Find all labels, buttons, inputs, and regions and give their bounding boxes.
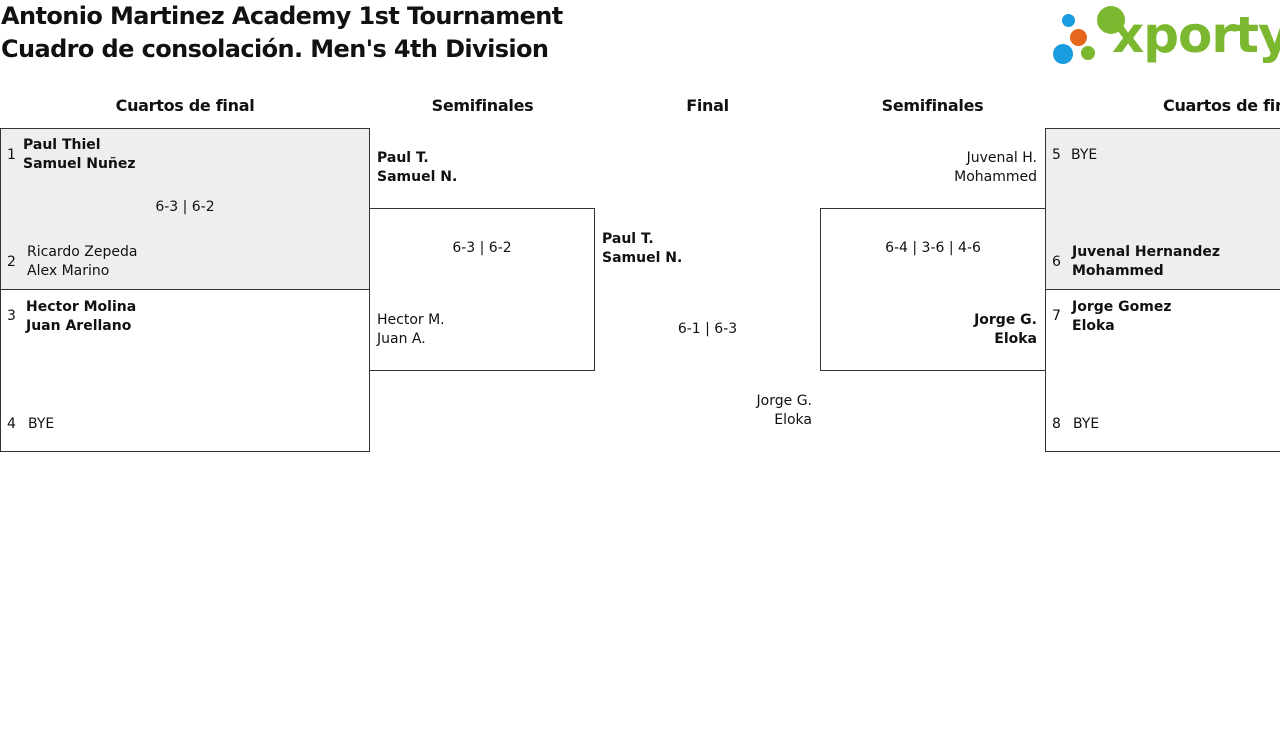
player-name-bye: BYE (1071, 147, 1098, 163)
seed-number: 6 (1052, 254, 1061, 270)
player-name: Jorge G. (974, 312, 1037, 328)
logo-dot-green-small-icon (1081, 46, 1095, 60)
xporty-logo[interactable]: xporty (1050, 4, 1280, 66)
player-name: Eloka (774, 412, 812, 428)
player-name: Juvenal Hernandez (1072, 244, 1221, 260)
player-name: Juan Arellano (26, 318, 132, 334)
match-score: 6-3 | 6-2 (452, 240, 512, 256)
player-name-bye: BYE (1073, 416, 1100, 432)
player-name: Juan A. (377, 331, 426, 347)
seed-number: 4 (7, 416, 16, 432)
seed-number: 7 (1052, 308, 1061, 324)
player-name: Paul T. (602, 231, 654, 247)
logo-dot-blue-icon (1062, 14, 1075, 27)
logo-dot-blue-large-icon (1053, 44, 1073, 64)
player-name: Samuel N. (377, 169, 458, 185)
player-name: Eloka (1072, 318, 1115, 334)
player-name: Hector Molina (26, 299, 137, 315)
logo-wordmark: xporty (1112, 6, 1280, 64)
seed-number: 8 (1052, 416, 1061, 432)
match-score: 6-4 | 3-6 | 4-6 (885, 240, 981, 256)
player-name: Alex Marino (27, 263, 110, 279)
match-score: 6-3 | 6-2 (155, 199, 215, 215)
player-name: Jorge G. (756, 393, 812, 409)
left-qf-match-1 (0, 128, 370, 290)
draw-subtitle: Cuadro de consolación. Men's 4th Divisio… (1, 35, 549, 63)
logo-dot-orange-icon (1070, 29, 1087, 46)
player-name: Juvenal H. (966, 150, 1037, 166)
match-score: 6-1 | 6-3 (677, 321, 738, 337)
right-qf-match-1 (1045, 128, 1280, 290)
player-name: Samuel N. (602, 250, 683, 266)
seed-number: 2 (7, 254, 16, 270)
player-name: Paul Thiel (23, 137, 101, 153)
player-name: Eloka (994, 331, 1037, 347)
left-sf-match (369, 208, 595, 371)
player-name: Samuel Nuñez (23, 156, 136, 172)
header-sf-right: Semifinales (881, 96, 984, 115)
header-final: Final (686, 96, 729, 115)
tournament-title: Antonio Martinez Academy 1st Tournament (1, 2, 563, 30)
seed-number: 3 (7, 308, 16, 324)
header-qf-right: Cuartos de fin (1163, 96, 1280, 115)
player-name: Jorge Gomez (1072, 299, 1172, 315)
player-name: Mohammed (1072, 263, 1164, 279)
player-name: Mohammed (954, 169, 1037, 185)
seed-number: 1 (7, 147, 16, 163)
header-sf-left: Semifinales (431, 96, 534, 115)
seed-number: 5 (1052, 147, 1061, 163)
player-name: Hector M. (377, 312, 445, 328)
logo-dot-green-icon (1097, 6, 1125, 34)
player-name-bye: BYE (28, 416, 55, 432)
right-qf-match-2 (1045, 289, 1280, 452)
header-qf-left: Cuartos de final (115, 96, 255, 115)
player-name: Ricardo Zepeda (27, 244, 138, 260)
player-name: Paul T. (377, 150, 429, 166)
